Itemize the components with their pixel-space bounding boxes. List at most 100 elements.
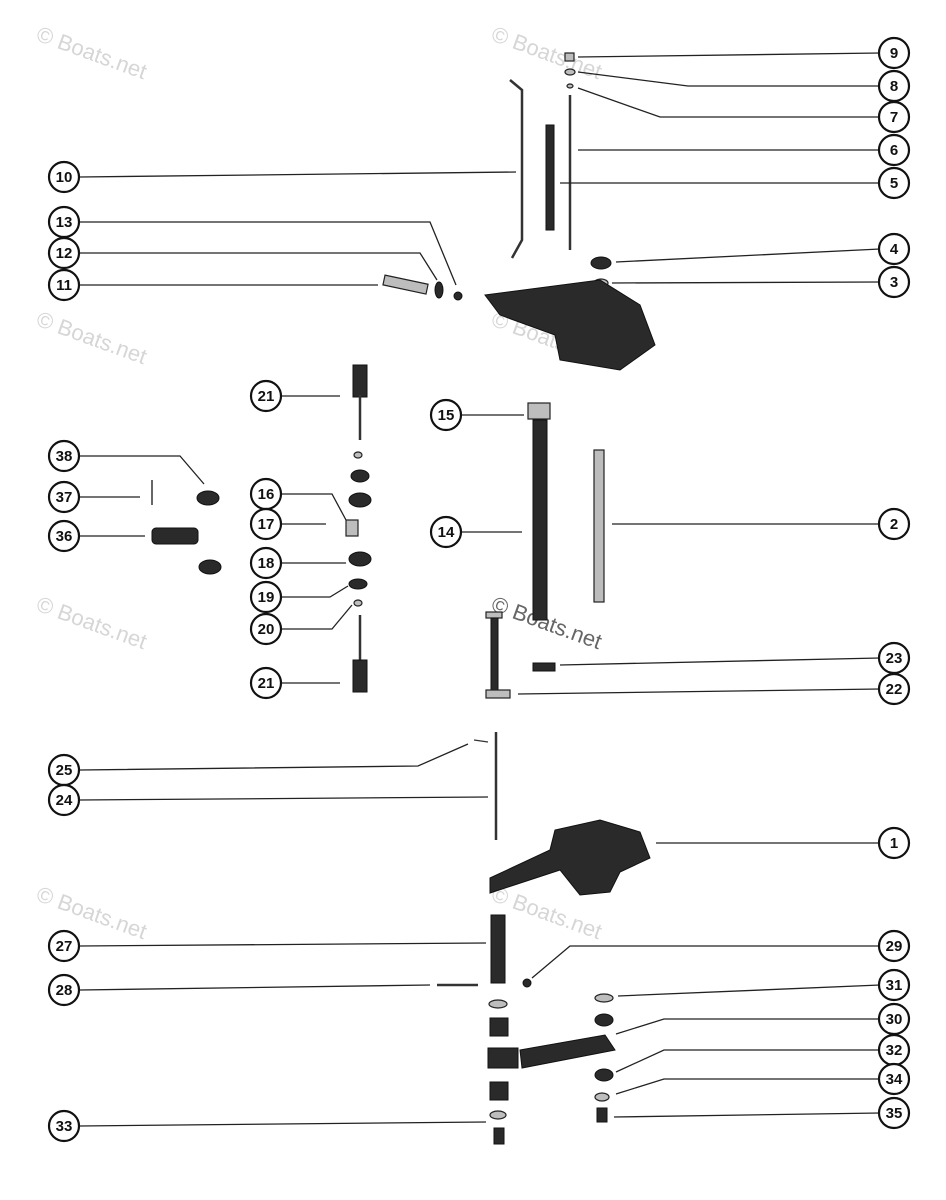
callout-label: 3 (890, 274, 898, 291)
callout-3[interactable]: 3 (877, 265, 911, 299)
callout-label: 16 (258, 486, 275, 503)
bent-rod-part (509, 79, 524, 259)
callout-24[interactable]: 24 (47, 783, 81, 817)
grommet-part (198, 559, 222, 575)
callouts: 9 8 7 6 5 4 3 10 13 12 11 21 15 38 37 36… (47, 36, 911, 1143)
leader-line (79, 796, 489, 801)
bushing-part (527, 402, 551, 420)
callout-label: 23 (886, 650, 903, 667)
callout-28[interactable]: 28 (47, 973, 81, 1007)
washer-part (434, 281, 444, 299)
callout-11[interactable]: 11 (47, 268, 81, 302)
callout-12[interactable]: 12 (47, 236, 81, 270)
watermark-text: © Boats.net (33, 306, 150, 369)
spring-part (532, 662, 556, 672)
callout-6[interactable]: 6 (877, 133, 911, 167)
callout-label: 28 (56, 982, 73, 999)
leader-line (79, 984, 431, 991)
callout-18[interactable]: 18 (249, 546, 283, 580)
link-part (487, 1047, 519, 1069)
callout-20[interactable]: 20 (249, 612, 283, 646)
leader-line (80, 221, 457, 286)
callout-label: 15 (438, 407, 455, 424)
callout-8[interactable]: 8 (877, 69, 911, 103)
leader-lines (79, 52, 881, 1127)
callout-29[interactable]: 29 (877, 929, 911, 963)
leader-line (615, 1018, 880, 1035)
callout-35[interactable]: 35 (877, 1096, 911, 1130)
callout-label: 38 (56, 448, 73, 465)
washer-part (590, 256, 612, 270)
callout-31[interactable]: 31 (877, 968, 911, 1002)
callout-37[interactable]: 37 (47, 480, 81, 514)
callout-1[interactable]: 1 (877, 826, 911, 860)
callout-9[interactable]: 9 (877, 36, 911, 70)
watermark-text: © Boats.net (33, 591, 150, 654)
callout-label: 6 (890, 142, 898, 159)
washer-part (348, 578, 368, 590)
callout-label: 18 (258, 555, 275, 572)
leader-line (617, 984, 881, 997)
callout-label: 5 (890, 175, 898, 192)
callout-27[interactable]: 27 (47, 929, 81, 963)
callout-17[interactable]: 17 (249, 507, 283, 541)
leader-line (615, 1049, 880, 1073)
callout-label: 29 (886, 938, 903, 955)
callout-38[interactable]: 38 (47, 439, 81, 473)
watermarks: © Boats.net © Boats.net © Boats.net © Bo… (33, 21, 605, 944)
callout-label: 1 (890, 835, 898, 852)
leader-line (613, 1112, 881, 1118)
callout-10[interactable]: 10 (47, 160, 81, 194)
watermark-text: © Boats.net (33, 881, 150, 944)
callout-2[interactable]: 2 (877, 507, 911, 541)
callout-14[interactable]: 14 (429, 515, 463, 549)
spool-part (485, 611, 503, 619)
spool-part (485, 689, 511, 699)
callout-7[interactable]: 7 (877, 100, 911, 134)
leader-line (282, 604, 353, 630)
leader-line (559, 657, 881, 666)
callout-23[interactable]: 23 (877, 641, 911, 675)
watermark-text: © Boats.net (488, 21, 605, 84)
washer-part (489, 1110, 507, 1120)
callout-label: 9 (890, 45, 898, 62)
leader-line (517, 688, 881, 695)
fitting-part (352, 364, 368, 398)
callout-label: 21 (258, 675, 275, 692)
grommet-part (594, 1013, 614, 1027)
watermark-text: © Boats.net (33, 21, 150, 84)
callout-13[interactable]: 13 (47, 205, 81, 239)
callout-30[interactable]: 30 (877, 1002, 911, 1036)
callout-22[interactable]: 22 (877, 672, 911, 706)
nut-part (564, 52, 575, 62)
callout-label: 8 (890, 78, 898, 95)
callout-5[interactable]: 5 (877, 166, 911, 200)
clip-part (345, 519, 359, 537)
callout-21-bottom[interactable]: 21 (249, 666, 283, 700)
washer-part (488, 999, 508, 1009)
callout-32[interactable]: 32 (877, 1033, 911, 1067)
screw-part (493, 1127, 505, 1145)
callout-25[interactable]: 25 (47, 753, 81, 787)
callout-34[interactable]: 34 (877, 1062, 911, 1096)
grommet-part (594, 1068, 614, 1082)
callout-label: 2 (890, 516, 898, 533)
callout-4[interactable]: 4 (877, 232, 911, 266)
callout-label: 37 (56, 489, 73, 506)
callout-36[interactable]: 36 (47, 519, 81, 553)
spool-part (490, 617, 499, 691)
callout-19[interactable]: 19 (249, 580, 283, 614)
screw-part (596, 1107, 608, 1123)
callout-21-top[interactable]: 21 (249, 379, 283, 413)
callout-label: 22 (886, 681, 903, 698)
leader-line (79, 743, 469, 771)
leader-line (577, 52, 881, 58)
callout-label: 24 (56, 792, 73, 809)
callout-16[interactable]: 16 (249, 477, 283, 511)
bushing-part (489, 1017, 509, 1037)
callout-15[interactable]: 15 (429, 398, 463, 432)
bracket-part (484, 279, 656, 371)
callout-label: 27 (56, 938, 73, 955)
callout-33[interactable]: 33 (47, 1109, 81, 1143)
